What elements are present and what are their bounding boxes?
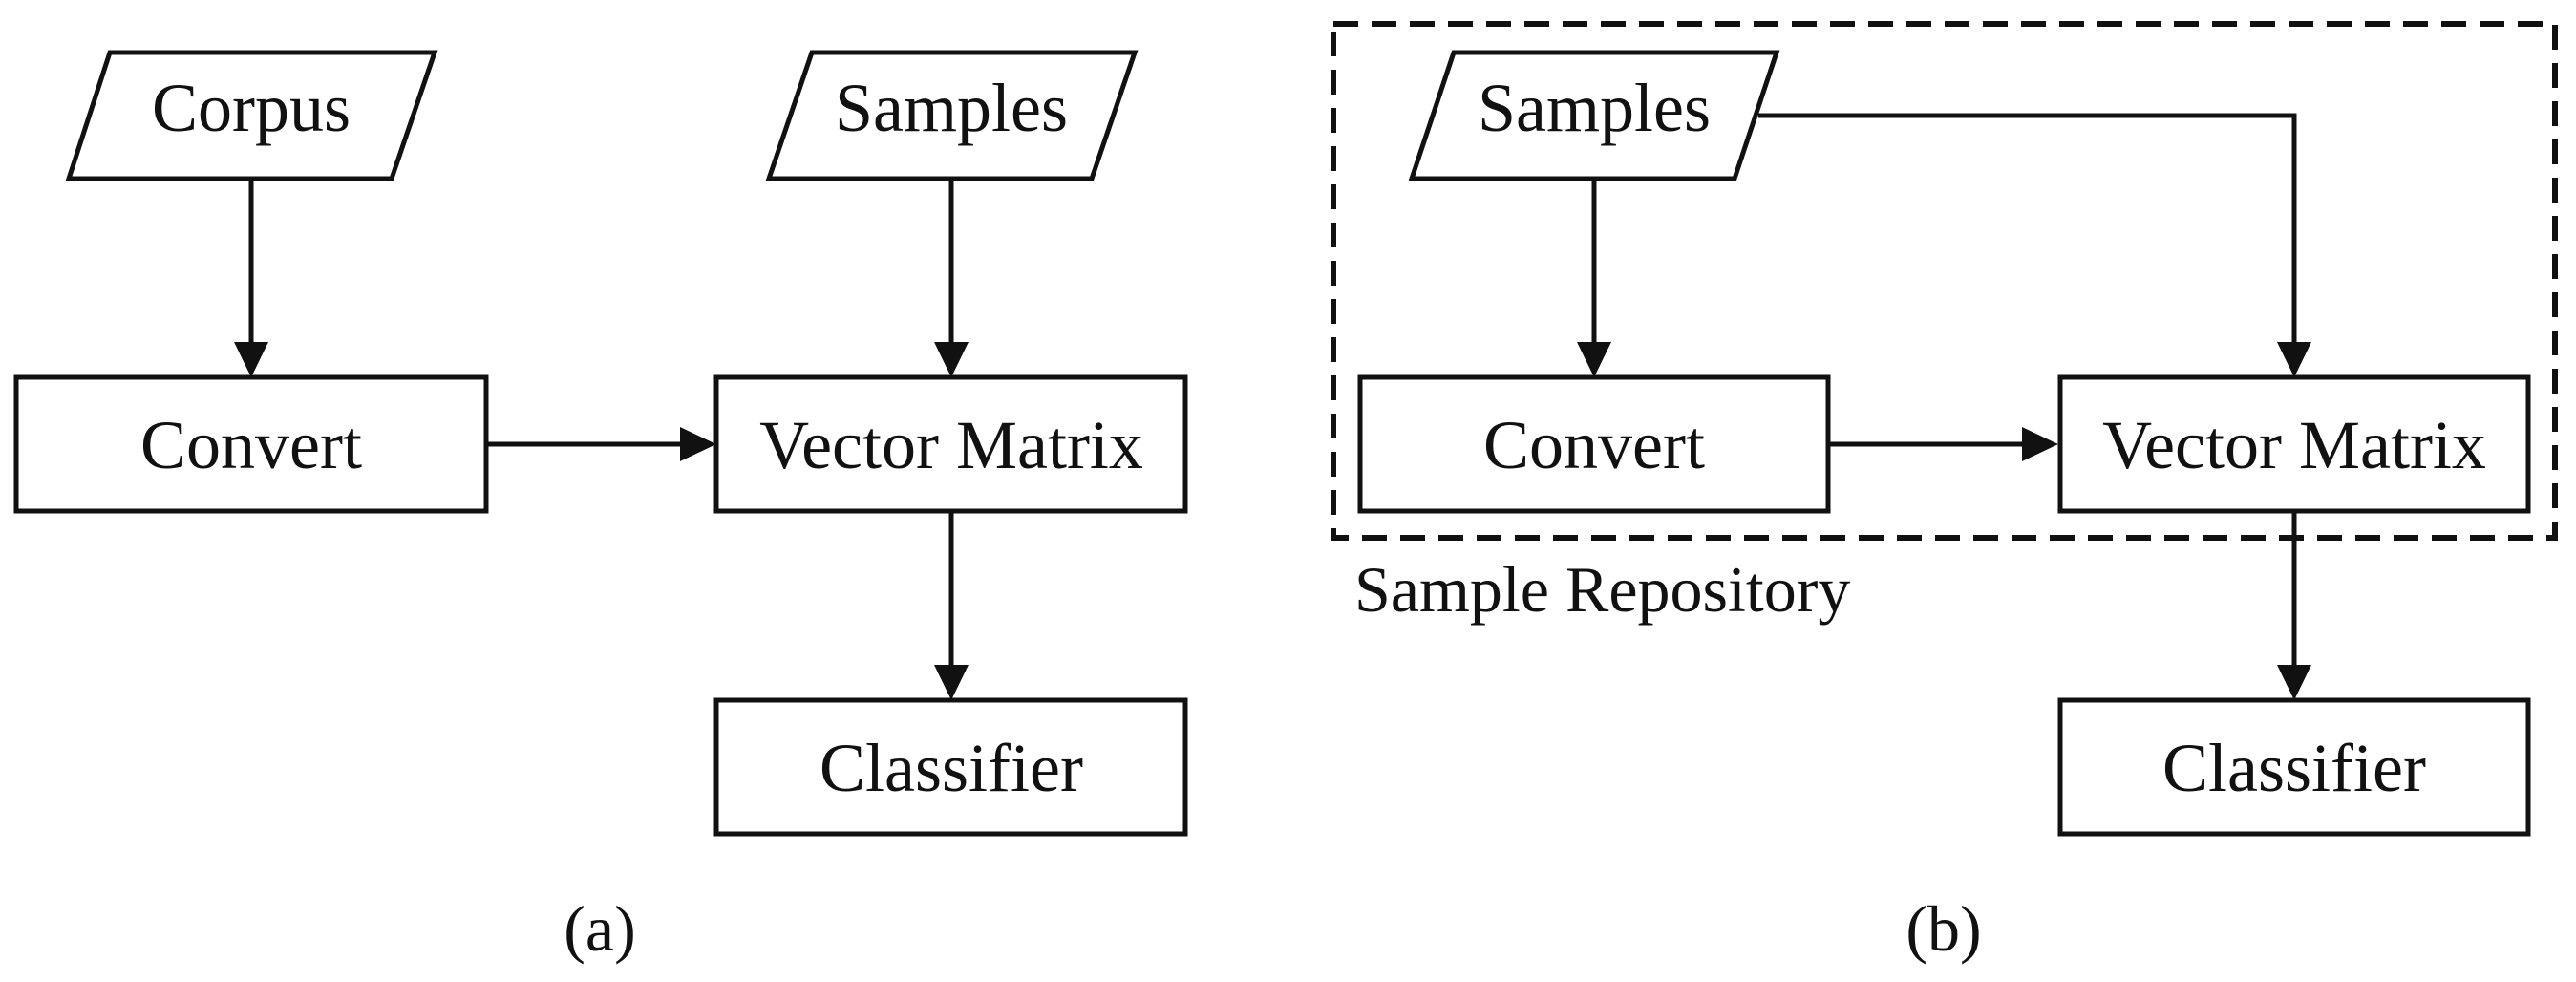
edge-convert-to-vector-matrix-a — [486, 427, 716, 461]
edge-samples-to-convert-b — [1577, 179, 1611, 377]
classifier-label-b: Classifier — [2162, 730, 2426, 806]
convert-label-a: Convert — [140, 407, 362, 483]
convert-node-a — [13, 374, 489, 514]
samples-node-b — [1408, 50, 1780, 181]
vector-matrix-label-a: Vector Matrix — [759, 407, 1143, 483]
convert-label-b: Convert — [1483, 407, 1705, 483]
edge-vector-matrix-to-classifier-b — [2277, 511, 2311, 700]
panel-b: Sample Repository Samples Convert Vector… — [1331, 21, 2558, 965]
samples-label-b: Samples — [1478, 70, 1711, 146]
sample-repository-group — [1331, 21, 2558, 541]
caption-a: (a) — [564, 892, 635, 965]
samples-node-a — [765, 50, 1139, 181]
classifier-node-a — [713, 697, 1188, 837]
vector-matrix-label-b: Vector Matrix — [2102, 407, 2486, 483]
classifier-node-b — [2057, 697, 2531, 837]
edge-samples-to-vector-matrix-b — [1758, 113, 2311, 377]
vector-matrix-node-b — [2057, 374, 2531, 514]
corpus-node — [65, 50, 438, 181]
sample-repository-label: Sample Repository — [1354, 553, 1850, 626]
edge-samples-to-vector-matrix-a — [934, 179, 969, 377]
samples-label-a: Samples — [835, 70, 1068, 146]
edge-convert-to-vector-matrix-b — [1828, 427, 2058, 461]
convert-node-b — [1357, 374, 1831, 514]
corpus-label: Corpus — [152, 70, 351, 146]
edge-vector-matrix-to-classifier-a — [934, 511, 969, 700]
panel-a: Corpus Samples Convert Vector Matrix Cla… — [13, 50, 1188, 965]
classifier-label-a: Classifier — [820, 730, 1083, 806]
caption-b: (b) — [1905, 892, 1981, 965]
edge-corpus-to-convert — [234, 179, 268, 377]
